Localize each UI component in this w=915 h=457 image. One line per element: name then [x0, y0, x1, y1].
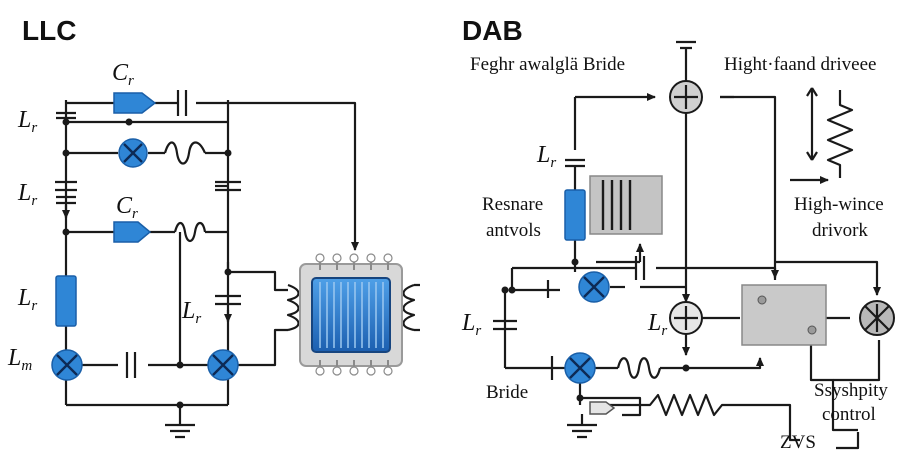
- lr-label-4: Lr: [181, 298, 201, 327]
- lm-label: Lm: [7, 345, 32, 374]
- sync-label-2: control: [822, 404, 876, 425]
- llc-title: LLC: [22, 15, 76, 46]
- dab-label-top-right: Hight·faand driveee: [724, 54, 876, 75]
- resistor-icon: [790, 87, 854, 184]
- lr-label-1: Lr: [17, 107, 37, 136]
- dab-circuit: [493, 40, 881, 442]
- cr-top-label: Cr: [112, 60, 134, 89]
- summing-junction-icon: [669, 80, 895, 336]
- lr-label-2: Lr: [17, 180, 37, 209]
- resonance-block: [564, 175, 663, 241]
- ground-icon: [567, 401, 616, 439]
- lr-inductor-block: [55, 275, 77, 327]
- llc-circuit: [52, 100, 359, 425]
- zvs-bracket: [836, 432, 860, 450]
- cr-mid-label: Cr: [116, 193, 138, 222]
- lr-label-3: Lr: [17, 285, 37, 314]
- controller-box: [741, 284, 827, 346]
- right-mid-label-2: drivork: [812, 220, 868, 241]
- cr-top-component: [113, 92, 157, 114]
- inductor-icon: [163, 141, 207, 243]
- sync-label-1: Ssyshpity: [814, 380, 888, 401]
- dab-lr-top-label: Lr: [536, 142, 556, 171]
- switch-icon: [564, 271, 610, 384]
- inductor-icon: [616, 357, 662, 379]
- cr-mid-component: [113, 221, 152, 243]
- resonance-label-2: antvols: [486, 220, 541, 241]
- dab-lr-left-label: Lr: [461, 310, 481, 339]
- dab-label-top-left: Feghr awalglä Bride: [470, 54, 625, 75]
- switch-icon: [51, 138, 239, 381]
- ground-icon: [165, 423, 195, 439]
- capacitor-icon: [55, 90, 241, 378]
- zvs-label: ZVS: [780, 432, 816, 453]
- bride-label: Bride: [486, 382, 528, 403]
- right-mid-label-1: High-wince: [794, 194, 884, 215]
- capacitor-icon: [546, 256, 646, 380]
- transformer-icon: [286, 253, 420, 376]
- dab-title: DAB: [462, 15, 523, 46]
- dab-lr-center-label: Lr: [647, 310, 667, 339]
- resonance-label-1: Resnare: [482, 194, 543, 215]
